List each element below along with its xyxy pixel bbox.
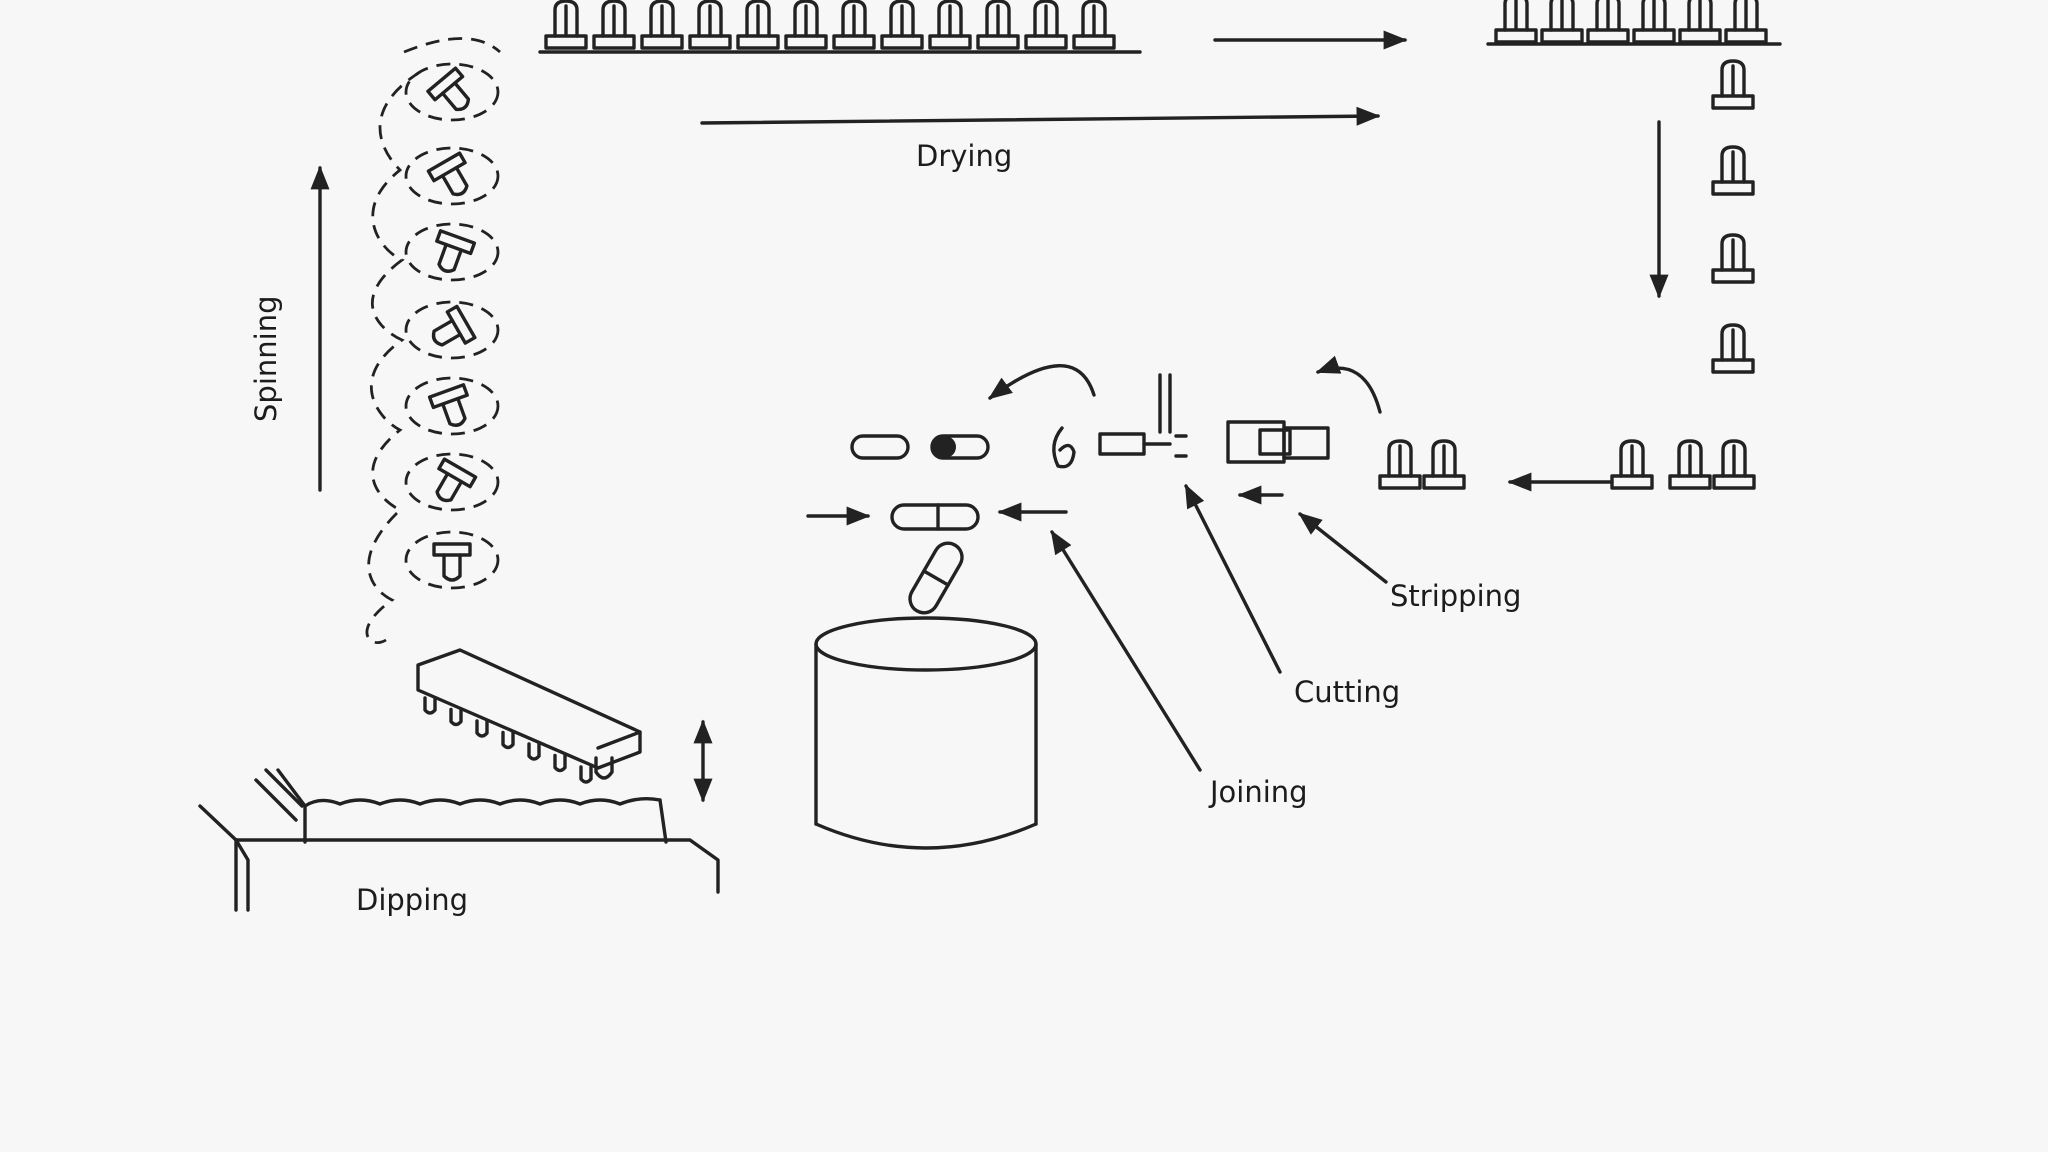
capsule-pin-icon (544, 0, 588, 50)
spinning-label: Spinning (249, 296, 283, 422)
spinning-column (365, 37, 501, 644)
capsule-pin-icon (688, 0, 732, 50)
capsule-pin-icon (1540, 0, 1584, 44)
spinning-pin-icon (404, 530, 500, 590)
capsule-pin-icon (1494, 0, 1538, 44)
capsule-icon (908, 541, 964, 615)
dip-pin-icon (423, 696, 437, 715)
dip-pin-icon (594, 756, 614, 780)
spinning-pin-icon (404, 452, 500, 512)
dipping-label: Dipping (356, 883, 468, 917)
capsule-pin-icon (640, 0, 684, 50)
joining-pointer (1050, 529, 1202, 772)
dip-pin-icon (553, 753, 567, 773)
spinning-pin-icon (404, 376, 500, 436)
dip-pin-icon (501, 730, 515, 750)
dipping-tank-icon (198, 768, 720, 912)
drying-arrow-icon (700, 106, 1381, 126)
spinning-pin-icon (404, 300, 500, 360)
spinning-pin-icon (404, 146, 500, 206)
drying-label: Drying (916, 139, 1012, 173)
dip-pin-icon (475, 719, 489, 738)
dip-pin-icon (449, 707, 463, 727)
capsule-halves (850, 434, 990, 460)
capsule-pin-icon (736, 0, 780, 50)
cutting-label: Cutting (1294, 675, 1400, 709)
capsule-pin-icon (880, 0, 924, 50)
capsule-pin-icon (784, 0, 828, 50)
container-icon (814, 616, 1038, 850)
capsule-pin-icon (832, 0, 876, 50)
drying-rack-right (1486, 0, 1782, 46)
stripping-tool-icon (1226, 355, 1382, 505)
cutting-blade-icon (1052, 373, 1188, 469)
dip-pin-icon (579, 765, 593, 784)
stripping-label: Stripping (1390, 579, 1521, 613)
vertical-pins-right (1711, 59, 1755, 374)
drying-rack-top (538, 0, 1142, 54)
capsule-pin-icon (1724, 0, 1768, 44)
cutting-pointer (1184, 483, 1282, 674)
capsule-pin-icon (1678, 0, 1722, 44)
capsule-pin-icon (928, 0, 972, 50)
joining-label: Joining (1208, 775, 1308, 809)
dipping-bar-icon (416, 648, 642, 784)
stripping-pointer (1298, 512, 1388, 584)
capsule-joined-icon (806, 502, 1068, 531)
spinning-pin-icon (404, 222, 500, 282)
capsule-pin-icon (1586, 0, 1630, 44)
spinning-pin-icon (404, 62, 500, 122)
capsule-pin-icon (592, 0, 636, 50)
capsule-pin-icon (976, 0, 1020, 50)
capsule-pin-icon (1024, 0, 1068, 50)
capsule-pin-icon (1072, 0, 1116, 50)
dip-pin-icon (527, 742, 541, 761)
curved-arrow-icon (988, 364, 1096, 400)
capsule-pin-icon (1632, 0, 1676, 44)
